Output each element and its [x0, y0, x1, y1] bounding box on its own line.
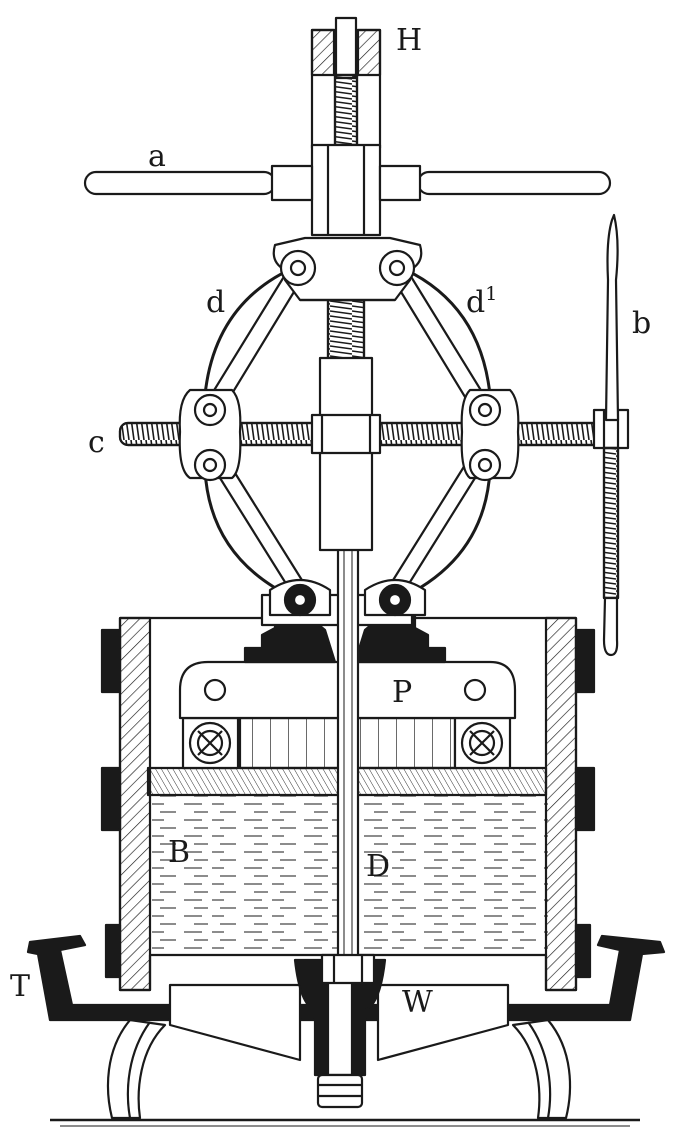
base-legs — [50, 1018, 640, 1127]
label-b: b — [632, 306, 651, 341]
vertical-screw — [326, 298, 366, 362]
labels: H a b c d d1 P B D T W — [10, 23, 651, 1020]
crossbar-handle — [83, 164, 612, 202]
label-d: d — [206, 285, 225, 320]
label-p: P — [392, 675, 412, 710]
label-c: c — [88, 425, 105, 460]
label-h: H — [396, 23, 422, 58]
joint-blocks — [178, 388, 520, 617]
central-slide — [310, 356, 382, 552]
label-w: W — [402, 985, 433, 1020]
label-d-rod: D — [366, 849, 390, 884]
label-b-crate: B — [168, 835, 190, 870]
top-housing — [272, 16, 423, 302]
label-t: T — [10, 969, 30, 1004]
label-d1: d1 — [466, 283, 497, 320]
label-a: a — [148, 139, 166, 174]
side-handle — [592, 213, 630, 657]
